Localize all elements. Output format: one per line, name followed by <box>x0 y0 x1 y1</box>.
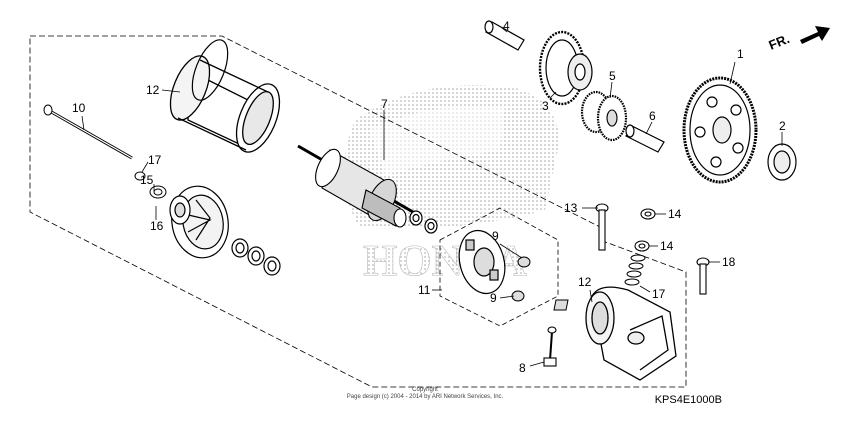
copyright-line-2: Page design (c) 2004 - 2014 by ARI Netwo… <box>346 394 504 400</box>
insulator-washer-stack <box>624 254 646 286</box>
callout-14-upper: 14 <box>668 207 682 221</box>
callout-3: 3 <box>542 99 549 113</box>
callout-7: 7 <box>381 97 388 111</box>
front-cover <box>169 185 229 259</box>
mounting-bolt <box>595 203 609 251</box>
reduction-gear <box>538 30 593 106</box>
callout-6: 6 <box>649 109 656 123</box>
small-gear <box>580 90 628 142</box>
callout-8: 8 <box>519 361 526 375</box>
front-direction-marker: FR. <box>767 26 830 53</box>
callout-1: 1 <box>737 47 744 61</box>
starter-case-yoke <box>169 55 281 153</box>
armature <box>297 144 421 228</box>
brush-holder-group-box <box>439 207 559 327</box>
callout-11: 11 <box>418 283 431 297</box>
callout-16: 16 <box>150 219 164 233</box>
assembly-boundary <box>29 35 687 388</box>
terminal-bolt <box>543 326 557 367</box>
copyright-notice: Copyright Page design (c) 2004 - 2014 by… <box>0 387 850 401</box>
copyright-line-1: Copyright <box>412 387 438 393</box>
callout-5: 5 <box>609 69 616 83</box>
gear-pin <box>625 124 665 153</box>
callout-17-right: 17 <box>652 287 666 301</box>
callout-4: 4 <box>503 19 510 33</box>
callout-14-lower: 14 <box>660 239 674 253</box>
brush-holder <box>458 229 506 295</box>
o-ring-top <box>191 39 229 101</box>
callout-15: 15 <box>140 173 154 187</box>
gear-collar <box>767 143 797 181</box>
mounting-bolt-right <box>696 257 710 295</box>
callout-12-upper: 12 <box>146 83 160 97</box>
callout-9-lower: 9 <box>490 291 497 305</box>
arrow-right-icon <box>800 26 830 44</box>
callout-18: 18 <box>722 255 736 269</box>
cover-clip <box>553 299 569 311</box>
callout-17-left: 17 <box>148 153 162 167</box>
diagram-code: KPS4E1000B <box>654 394 722 406</box>
rear-cover <box>585 286 677 381</box>
callout-10: 10 <box>72 101 86 115</box>
callout-13: 13 <box>564 201 578 215</box>
starter-driven-gear <box>682 76 758 184</box>
long-bolt <box>43 104 133 160</box>
brush-terminal <box>511 256 531 302</box>
idle-gear-shaft <box>484 20 525 51</box>
armature-washers <box>409 210 438 234</box>
flange-nut <box>634 208 656 252</box>
leader-lines <box>81 27 783 367</box>
callout-2: 2 <box>779 119 786 133</box>
fr-label: FR. <box>767 31 792 53</box>
washer-set <box>231 238 281 276</box>
callout-12-lower: 12 <box>578 275 592 289</box>
callout-9-upper: 9 <box>492 229 499 243</box>
